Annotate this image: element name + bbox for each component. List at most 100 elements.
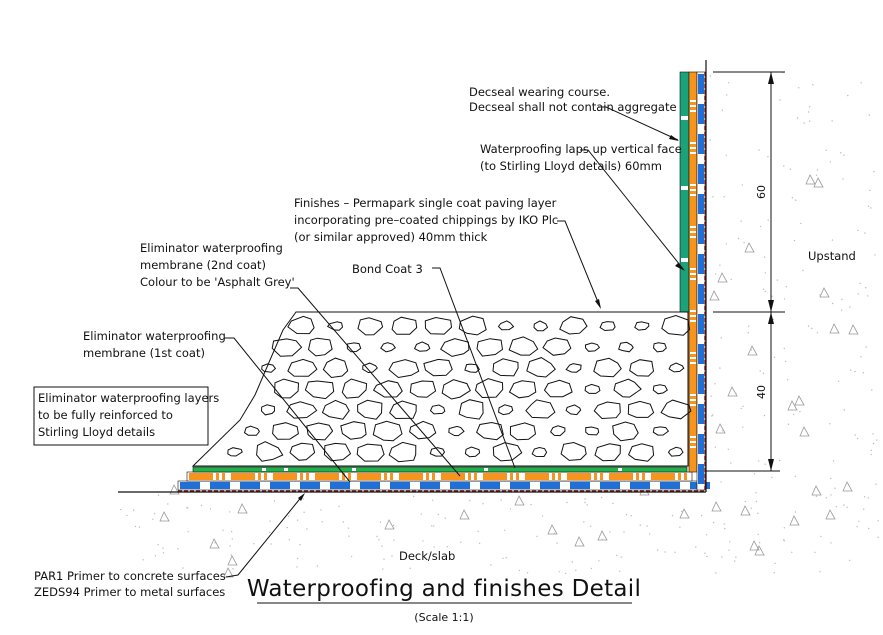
orange-v-tick: [690, 189, 696, 191]
decseal-gap: [681, 116, 688, 120]
concrete-speckle: [840, 152, 842, 154]
concrete-speckle: [755, 492, 757, 494]
stone: [391, 316, 418, 335]
concrete-speckle: [829, 161, 832, 163]
concrete-speckle: [625, 514, 628, 516]
svg-text:(to Stirling Lloyd details) 60: (to Stirling Lloyd details) 60mm: [480, 159, 662, 173]
aggregate-triangle: [209, 538, 220, 549]
concrete-speckle: [721, 109, 724, 111]
concrete-speckle: [584, 501, 586, 504]
concrete-speckle: [876, 439, 878, 441]
stone: [526, 357, 556, 378]
concrete-speckle: [382, 568, 384, 570]
orange-v-tick: [690, 152, 696, 154]
concrete-speckle: [762, 372, 765, 375]
concrete-speckle: [154, 555, 157, 557]
concrete-speckle: [167, 503, 169, 505]
concrete-speckle: [730, 278, 732, 281]
concrete-speckle: [230, 531, 233, 533]
blue-block: [300, 482, 320, 489]
concrete-speckle: [231, 538, 233, 540]
concrete-speckle: [478, 542, 481, 544]
decseal-wearing-course: [679, 71, 690, 313]
concrete-speckle: [268, 531, 271, 533]
concrete-speckle: [783, 298, 786, 300]
concrete-speckle: [854, 434, 856, 436]
concrete-speckle: [776, 279, 778, 281]
concrete-speckle: [186, 507, 188, 509]
aggregate-triangle: [709, 290, 720, 301]
concrete-speckle: [764, 463, 766, 465]
concrete-speckle: [392, 524, 395, 527]
concrete-speckle: [616, 554, 618, 557]
aggregate-triangle: [789, 515, 800, 526]
svg-text:Bond Coat 3: Bond Coat 3: [352, 262, 423, 276]
svg-text:membrane (2nd coat): membrane (2nd coat): [140, 258, 266, 272]
concrete-speckle: [795, 199, 797, 201]
concrete-speckle: [706, 534, 708, 536]
concrete-speckle: [865, 287, 867, 289]
orange-block: [567, 473, 591, 480]
concrete-speckle: [296, 519, 299, 521]
concrete-speckle: [299, 543, 301, 546]
stone: [474, 378, 504, 399]
concrete-speckle: [742, 405, 744, 407]
concrete-speckle: [153, 513, 156, 515]
concrete-speckle: [846, 506, 848, 508]
concrete-speckle: [490, 564, 492, 566]
stone: [261, 363, 277, 373]
concrete-speckle: [820, 535, 822, 538]
stone: [498, 404, 514, 416]
orange-tick: [384, 473, 387, 480]
concrete-speckle: [342, 521, 344, 523]
concrete-speckle: [320, 509, 322, 511]
concrete-speckle: [433, 546, 435, 548]
upstand-label: Upstand: [808, 249, 856, 263]
stone: [599, 321, 616, 332]
concrete-speckle: [735, 556, 737, 558]
concrete-speckle: [860, 82, 862, 84]
stone: [304, 380, 335, 400]
stone: [549, 425, 566, 437]
stone: [356, 443, 385, 462]
concrete-speckle: [157, 494, 160, 496]
concrete-speckle: [509, 508, 512, 510]
concrete-speckle: [819, 571, 821, 573]
concrete-speckle: [566, 501, 568, 504]
concrete-speckle: [230, 554, 232, 556]
concrete-speckle: [482, 503, 484, 505]
concrete-speckle: [723, 196, 725, 198]
concrete-speckle: [871, 389, 873, 391]
stone: [584, 383, 601, 394]
blue-block: [390, 482, 410, 489]
concrete-speckle: [376, 535, 378, 538]
concrete-speckle: [715, 273, 717, 275]
blue-block: [570, 482, 590, 489]
stone: [227, 447, 243, 457]
callout-membrane-1st-coat: Eliminator waterproofing membrane (1st c…: [83, 329, 351, 483]
concrete-speckle: [859, 282, 861, 285]
concrete-speckle: [755, 500, 758, 503]
concrete-speckle: [460, 541, 462, 543]
orange-v-tick: [690, 436, 696, 438]
aggregate-triangle: [744, 242, 755, 253]
blue-block: [180, 482, 200, 489]
concrete-speckle: [420, 513, 422, 515]
svg-text:ZEDS94 Primer to metal surface: ZEDS94 Primer to metal surfaces: [34, 585, 225, 599]
bond-gap: [484, 468, 488, 471]
concrete-speckle: [709, 75, 712, 77]
stone: [542, 337, 572, 356]
blue-block: [450, 482, 470, 489]
concrete-speckle: [763, 256, 766, 258]
blue-block: [480, 482, 500, 489]
concrete-speckle: [727, 448, 729, 450]
concrete-speckle: [432, 499, 434, 501]
concrete-speckle: [816, 169, 819, 171]
concrete-speckle: [856, 526, 858, 528]
concrete-speckle: [863, 496, 866, 498]
svg-text:Decseal shall not contain aggr: Decseal shall not contain aggregate: [469, 100, 677, 114]
membrane-1st-coat-vertical: [696, 71, 706, 491]
concrete-speckle: [773, 356, 776, 358]
concrete-speckle: [157, 543, 159, 546]
concrete-speckle: [873, 170, 875, 173]
